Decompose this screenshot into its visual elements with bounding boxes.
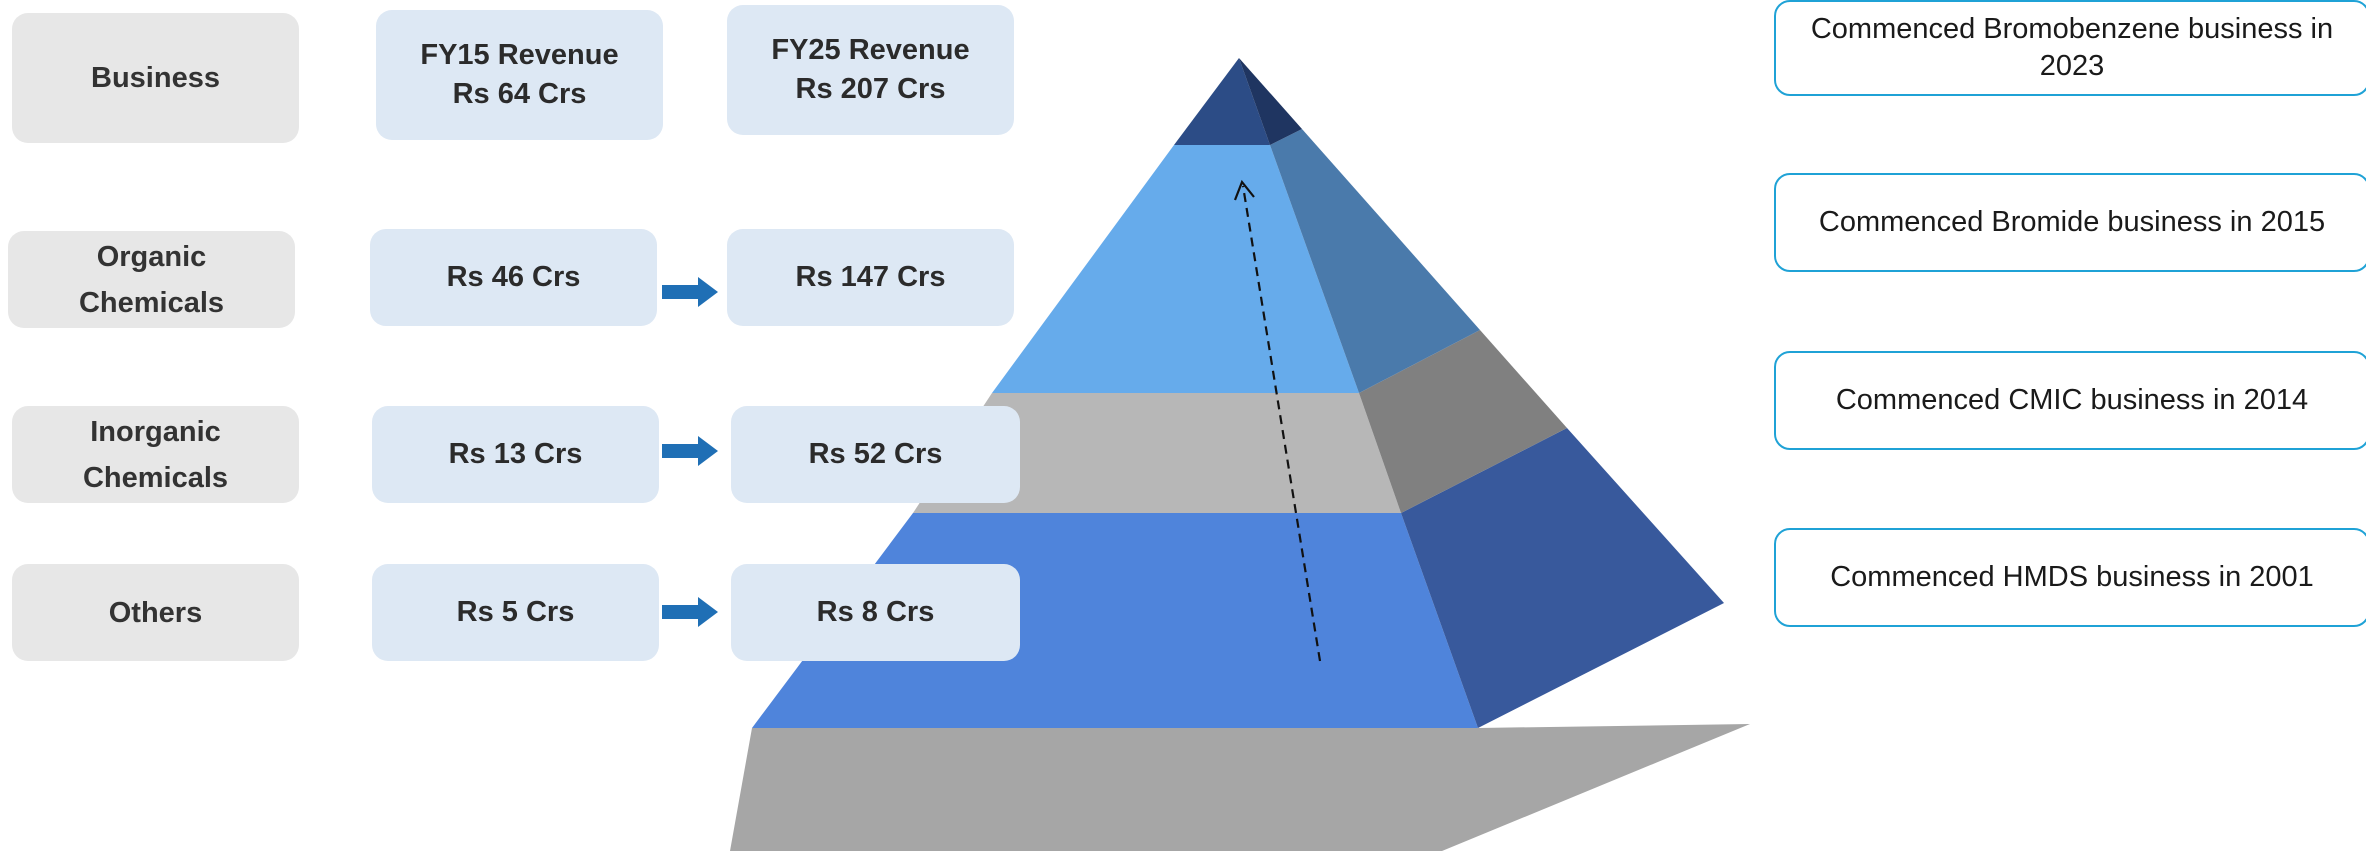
header-fy15-label: FY15 Revenue Rs 64 Crs xyxy=(420,39,619,110)
pyramid-tier-top-front xyxy=(1174,58,1270,145)
pyramid-tier-second-side xyxy=(1270,129,1480,393)
growth-arrow-head xyxy=(1233,179,1255,201)
growth-dashed-arrow xyxy=(1241,185,1322,662)
row-fy15-others: Rs 5 Crs xyxy=(372,564,659,661)
header-business: Business xyxy=(12,13,299,143)
milestone-label: Commenced Bromide business in 2015 xyxy=(1818,206,2326,238)
arrow-right-icon xyxy=(662,436,718,466)
arrow-right-icon xyxy=(662,277,718,307)
row-business-label: Organic Chemicals xyxy=(78,240,225,319)
milestone-hmds: Commenced HMDS business in 2001 xyxy=(1774,528,2366,627)
row-fy15-inorganic: Rs 13 Crs xyxy=(372,406,659,503)
row-fy25-value: Rs 52 Crs xyxy=(808,438,943,470)
milestone-label: Commenced HMDS business in 2001 xyxy=(1830,561,2314,593)
pyramid-shadow xyxy=(730,724,1750,851)
pyramid-tier-third-side xyxy=(1359,330,1567,513)
pyramid-tier-top-side xyxy=(1239,58,1302,145)
header-fy15-revenue: FY15 Revenue Rs 64 Crs xyxy=(376,10,663,140)
row-business-organic: Organic Chemicals xyxy=(8,231,295,328)
header-fy25-revenue: FY25 Revenue Rs 207 Crs xyxy=(727,5,1014,135)
row-fy25-organic: Rs 147 Crs xyxy=(727,229,1014,326)
row-fy25-value: Rs 147 Crs xyxy=(795,261,946,293)
pyramid-tier-third-front xyxy=(913,393,1401,513)
row-fy25-value: Rs 8 Crs xyxy=(816,596,935,628)
arrow-right-icon xyxy=(662,597,718,627)
milestone-bromobenzene: Commenced Bromobenzene business in 2023 xyxy=(1774,0,2366,96)
row-fy15-value: Rs 5 Crs xyxy=(456,596,575,628)
milestone-bromide: Commenced Bromide business in 2015 xyxy=(1774,173,2366,272)
milestone-label: Commenced Bromobenzene business in 2023 xyxy=(1810,13,2334,82)
header-business-label: Business xyxy=(91,62,220,94)
row-fy25-inorganic: Rs 52 Crs xyxy=(731,406,1020,503)
row-business-label: Inorganic Chemicals xyxy=(82,415,229,494)
header-fy25-label: FY25 Revenue Rs 207 Crs xyxy=(771,34,970,105)
row-business-inorganic: Inorganic Chemicals xyxy=(12,406,299,503)
row-fy15-value: Rs 13 Crs xyxy=(448,438,583,470)
pyramid-tier-base-side xyxy=(1401,428,1724,728)
row-business-label: Others xyxy=(108,596,203,629)
row-business-others: Others xyxy=(12,564,299,661)
row-fy15-value: Rs 46 Crs xyxy=(446,261,581,293)
row-fy15-organic: Rs 46 Crs xyxy=(370,229,657,326)
milestone-cmic: Commenced CMIC business in 2014 xyxy=(1774,351,2366,450)
row-fy25-others: Rs 8 Crs xyxy=(731,564,1020,661)
milestone-label: Commenced CMIC business in 2014 xyxy=(1835,384,2309,416)
